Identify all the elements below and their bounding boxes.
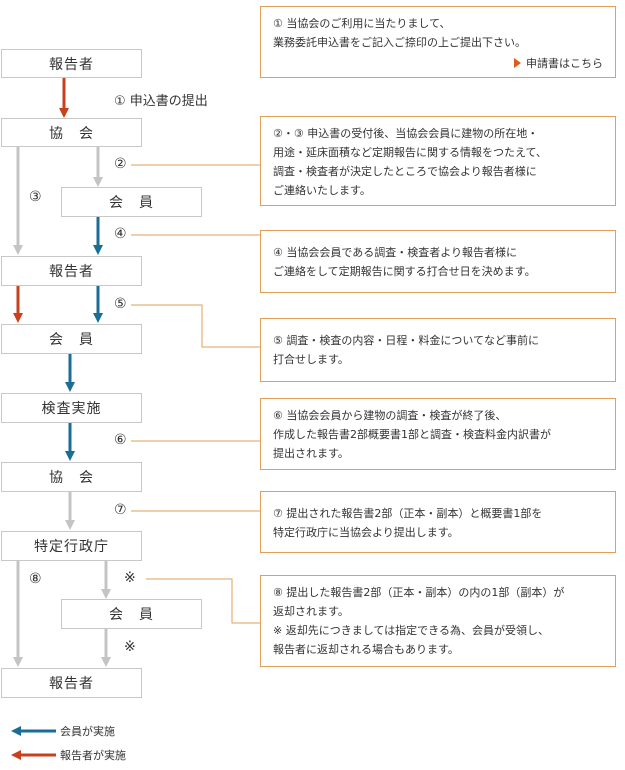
note-4-line-2: ご連絡をして定期報告に関する打合せ日を決めます。: [273, 265, 536, 278]
note-1-line-1: ① 当協会のご利用に当たりまして、: [273, 17, 451, 30]
note-8-line-3: ※ 返却先につきましては指定できる為、会員が受領し、: [273, 624, 549, 637]
note-step-5: ⑤ 調査・検査の内容・日程・料金についてなど事前に 打合せします。: [260, 318, 616, 382]
note-8-line-4: 報告者に返却される場合もあります。: [273, 643, 459, 656]
leader-5: [131, 304, 260, 348]
note-step-1: ① 当協会のご利用に当たりまして、 業務委託申込書をご記入ご捺印の上ご提出下さい…: [260, 6, 616, 78]
note-step-6: ⑥ 当協会会員から建物の調査・検査が終了後、 作成した報告書2部概要書1部と調査…: [260, 398, 616, 470]
note-8-line-1: ⑧ 提出した報告書2部（正本・副本）の内の1部（副本）が: [273, 586, 565, 599]
note-6-line-2: 作成した報告書2部概要書1部と調査・検査料金内訳書が: [273, 428, 551, 441]
box-kaiin-2: 会 員: [1, 324, 142, 354]
note-step-2-3: ②・③ 申込書の受付後、当協会会員に建物の所在地・ 用途・延床面積など定期報告に…: [260, 116, 616, 206]
note-leaders: [131, 164, 260, 624]
kome-mark-1: ※: [124, 570, 136, 586]
step-2-number: ②: [114, 156, 127, 172]
box-kaiin-3: 会 員: [61, 599, 202, 629]
step-4-number: ④: [114, 226, 127, 242]
step-8-number: ⑧: [29, 571, 42, 587]
note-step-7: ⑦ 提出された報告書2部（正本・副本）と概要書1部を 特定行政庁に当協会より提出…: [260, 491, 616, 553]
legend-member-label: 会員が実施: [60, 725, 115, 738]
box-kyokai-2: 協 会: [1, 462, 142, 492]
legend-reporter-label: 報告者が実施: [60, 749, 126, 762]
box-kaiin-1: 会 員: [61, 187, 202, 217]
kome-mark-2: ※: [124, 639, 136, 655]
note-6-line-3: 提出されます。: [273, 447, 349, 460]
note-8-line-2: 返却されます。: [273, 605, 349, 618]
step-1-label: ① 申込書の提出: [114, 94, 208, 109]
step-5-number: ⑤: [114, 296, 127, 312]
step-6-number: ⑥: [114, 432, 127, 448]
note-5-line-1: ⑤ 調査・検査の内容・日程・料金についてなど事前に: [273, 334, 540, 347]
note-2-line-1: ②・③ 申込書の受付後、当協会会員に建物の所在地・: [273, 127, 539, 140]
note-2-line-3: 調査・検査者が決定したところで協会より報告者様に: [273, 165, 537, 178]
box-tokutei: 特定行政庁: [1, 531, 142, 561]
application-form-link[interactable]: 申請書はこちら: [514, 54, 603, 73]
application-form-link-label: 申請書はこちら: [526, 57, 603, 70]
note-6-line-1: ⑥ 当協会会員から建物の調査・検査が終了後、: [273, 409, 507, 422]
note-7-line-1: ⑦ 提出された報告書2部（正本・副本）と概要書1部を: [273, 507, 543, 520]
note-step-4: ④ 当協会会員である調査・検査者より報告者様に ご連絡をして定期報告に関する打合…: [260, 230, 616, 293]
note-4-line-1: ④ 当協会会員である調査・検査者より報告者様に: [273, 246, 518, 259]
note-7-line-2: 特定行政庁に当協会より提出します。: [273, 526, 459, 539]
leader-kome: [146, 578, 260, 624]
box-reporter-2: 報告者: [1, 256, 142, 286]
step-3-number: ③: [29, 189, 42, 205]
triangle-right-icon: [514, 58, 521, 68]
step-7-number: ⑦: [114, 502, 127, 518]
box-reporter-1: 報告者: [1, 49, 142, 78]
note-5-line-2: 打合せします。: [273, 353, 349, 366]
note-1-line-2: 業務委託申込書をご記入ご捺印の上ご提出下さい。: [273, 36, 526, 49]
note-step-8: ⑧ 提出した報告書2部（正本・副本）の内の1部（副本）が 返却されます。 ※ 返…: [260, 575, 616, 667]
note-2-line-2: 用途・延床面積など定期報告に関する情報をつたえて、: [273, 146, 547, 159]
box-kyokai-1: 協 会: [1, 118, 142, 147]
box-kensa: 検査実施: [1, 393, 142, 423]
note-2-line-4: ご連絡いたします。: [273, 184, 371, 197]
box-reporter-3: 報告者: [1, 668, 142, 698]
